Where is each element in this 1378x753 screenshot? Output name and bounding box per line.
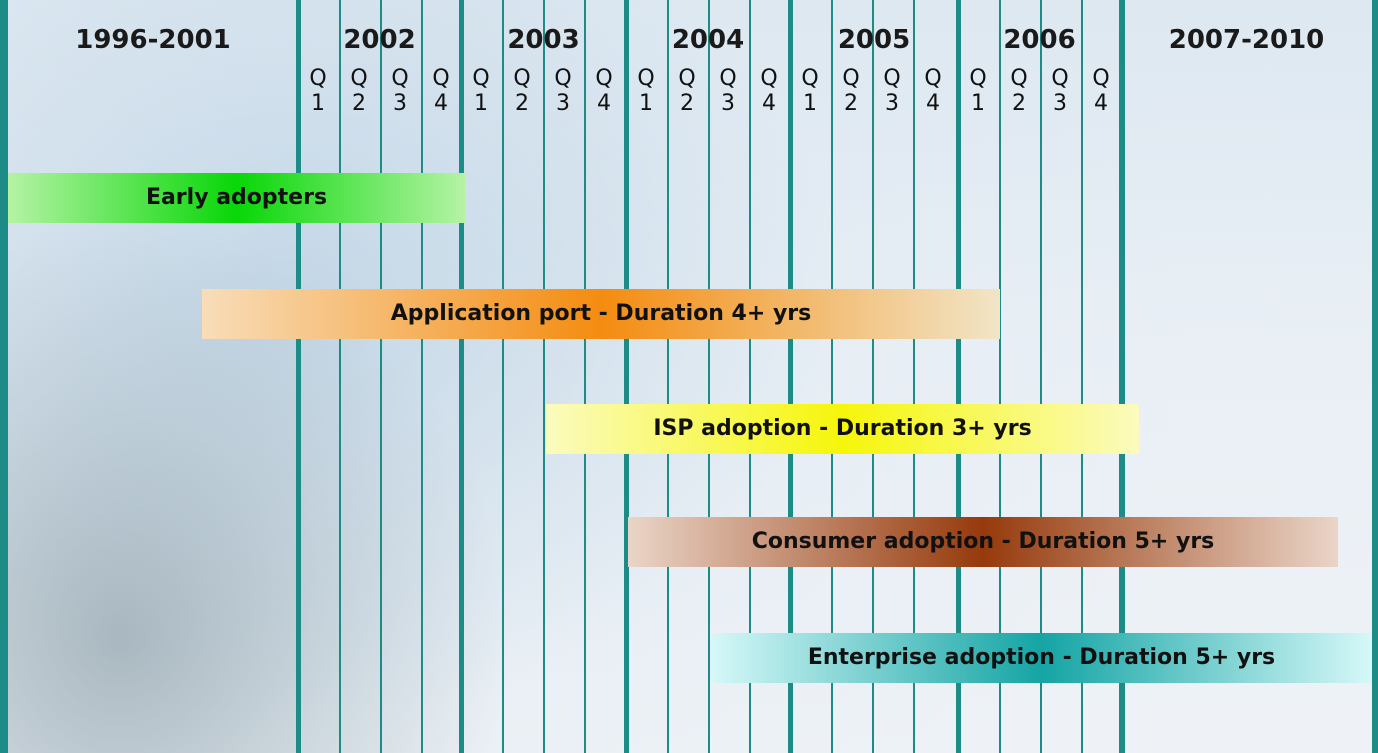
- phase-bar: Early adopters: [8, 173, 465, 223]
- grid-quarter-line: [913, 0, 915, 753]
- grid-quarter-line: [1040, 0, 1042, 753]
- phase-bar: Consumer adoption - Duration 5+ yrs: [628, 517, 1338, 567]
- quarter-label: Q 3: [719, 66, 737, 116]
- period-header: 1996-2001: [75, 25, 231, 55]
- grid-year-line-2002: [296, 0, 301, 753]
- phase-bar-label: Application port - Duration 4+ yrs: [390, 301, 812, 326]
- period-header: 2005: [837, 25, 911, 55]
- quarter-label: Q 4: [1092, 66, 1110, 116]
- quarter-label: Q 1: [472, 66, 490, 116]
- grid-year-line-2007: [1119, 0, 1125, 753]
- quarter-label: Q 2: [1010, 66, 1028, 116]
- phase-bar-label: Early adopters: [145, 185, 328, 210]
- grid-quarter-line: [502, 0, 504, 753]
- phase-bar: Application port - Duration 4+ yrs: [202, 289, 1000, 339]
- period-header: 2004: [671, 25, 745, 55]
- grid-year-line-2004: [624, 0, 629, 753]
- phase-bar: Enterprise adoption - Duration 5+ yrs: [711, 633, 1372, 683]
- quarter-label: Q 4: [432, 66, 450, 116]
- quarter-label: Q 2: [678, 66, 696, 116]
- quarter-label: Q 3: [1051, 66, 1069, 116]
- period-header: 2003: [507, 25, 580, 55]
- grid-year-line-2005: [788, 0, 793, 753]
- quarter-label: Q 3: [554, 66, 572, 116]
- period-header: 2006: [1003, 25, 1076, 55]
- period-header: 2007-2010: [1168, 25, 1325, 55]
- grid-quarter-line: [667, 0, 669, 753]
- grid-quarter-line: [543, 0, 545, 753]
- quarter-label: Q 2: [513, 66, 531, 116]
- grid-year-line-2003: [459, 0, 464, 753]
- quarter-label: Q 2: [842, 66, 860, 116]
- phase-bar-label: Enterprise adoption - Duration 5+ yrs: [807, 645, 1276, 670]
- quarter-label: Q 3: [391, 66, 409, 116]
- grid-quarter-line: [749, 0, 751, 753]
- period-header: 2002: [343, 25, 416, 55]
- grid-quarter-line: [584, 0, 586, 753]
- quarter-label: Q 1: [637, 66, 655, 116]
- grid-quarter-line: [831, 0, 833, 753]
- quarter-label: Q 2: [350, 66, 368, 116]
- quarter-label: Q 4: [924, 66, 942, 116]
- phase-bar-label: Consumer adoption - Duration 5+ yrs: [751, 529, 1215, 554]
- grid-left-border: [0, 0, 8, 753]
- quarter-label: Q 3: [883, 66, 901, 116]
- quarter-label: Q 4: [595, 66, 613, 116]
- grid-quarter-line: [339, 0, 341, 753]
- grid-right-border: [1372, 0, 1378, 753]
- phase-bar: ISP adoption - Duration 3+ yrs: [546, 404, 1139, 454]
- grid-year-line-2006: [956, 0, 961, 753]
- phase-bar-label: ISP adoption - Duration 3+ yrs: [653, 416, 1032, 441]
- grid-quarter-line: [380, 0, 382, 753]
- grid-quarter-line: [872, 0, 874, 753]
- grid-quarter-line: [708, 0, 710, 753]
- quarter-label: Q 1: [969, 66, 987, 116]
- grid-quarter-line: [999, 0, 1001, 753]
- quarter-label: Q 4: [760, 66, 778, 116]
- grid-quarter-line: [1081, 0, 1083, 753]
- grid-quarter-line: [421, 0, 423, 753]
- quarter-label: Q 1: [801, 66, 819, 116]
- quarter-label: Q 1: [309, 66, 327, 116]
